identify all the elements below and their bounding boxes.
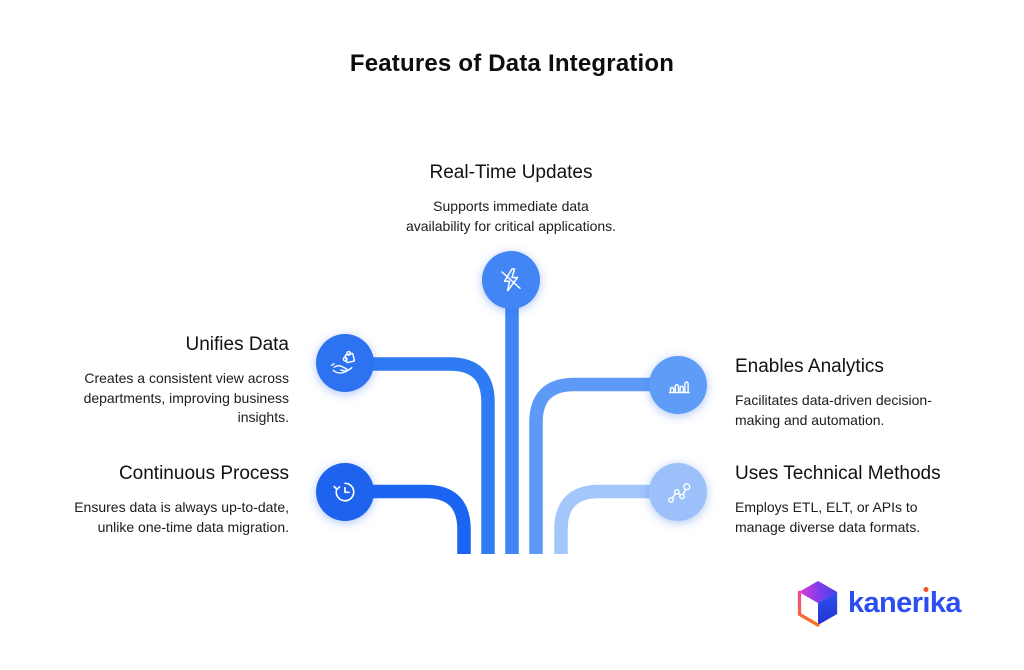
connector-uses-technical-methods xyxy=(554,484,678,554)
hand-puzzle-icon xyxy=(330,350,356,374)
connector-unifies-data xyxy=(345,357,495,554)
feature-unifies-data: Unifies Data Creates a consistent view a… xyxy=(9,333,289,428)
feature-node-enables-analytics xyxy=(649,356,707,414)
page-title: Features of Data Integration xyxy=(349,50,675,77)
feature-description: Creates a consistent view across departm… xyxy=(83,370,289,425)
feature-uses-technical-methods: Uses Technical Methods Employs ETL, ELT,… xyxy=(735,462,1005,537)
bar-chart-icon xyxy=(668,381,690,394)
feature-enables-analytics: Enables Analytics Facilitates data-drive… xyxy=(735,355,1005,430)
feature-continuous-process: Continuous Process Ensures data is alway… xyxy=(9,462,289,537)
wordmark-part: kaner xyxy=(848,587,923,619)
feature-heading: Enables Analytics xyxy=(735,356,884,377)
clock-history-icon xyxy=(333,482,355,502)
feature-node-real-time-updates xyxy=(482,251,540,309)
wordmark-part: ka xyxy=(929,587,962,619)
connector-continuous-process xyxy=(345,484,471,554)
connector-enables-analytics xyxy=(529,377,678,554)
feature-node-unifies-data xyxy=(316,334,374,392)
i-dot xyxy=(923,587,929,592)
feature-description: Supports immediate data availability for… xyxy=(405,198,617,234)
feature-heading: Uses Technical Methods xyxy=(735,463,941,484)
feature-real-time-updates: Real-Time Updates Supports immediate dat… xyxy=(331,161,691,236)
feature-description: Ensures data is always up-to-date, unlik… xyxy=(74,499,289,535)
wordmark-letter-i: ı xyxy=(922,587,930,619)
feature-description: Employs ETL, ELT, or APIs to manage dive… xyxy=(735,499,921,535)
kanerika-cube-icon xyxy=(797,580,838,627)
feature-heading: Continuous Process xyxy=(118,463,289,484)
feature-heading: Unifies Data xyxy=(185,334,290,355)
flash-icon xyxy=(501,268,521,292)
feature-heading: Real-Time Updates xyxy=(429,162,593,183)
feature-description: Facilitates data-driven decision- making… xyxy=(735,392,932,428)
network-nodes-icon xyxy=(668,483,691,503)
feature-node-continuous-process xyxy=(316,463,374,521)
feature-node-uses-technical-methods xyxy=(649,463,707,521)
